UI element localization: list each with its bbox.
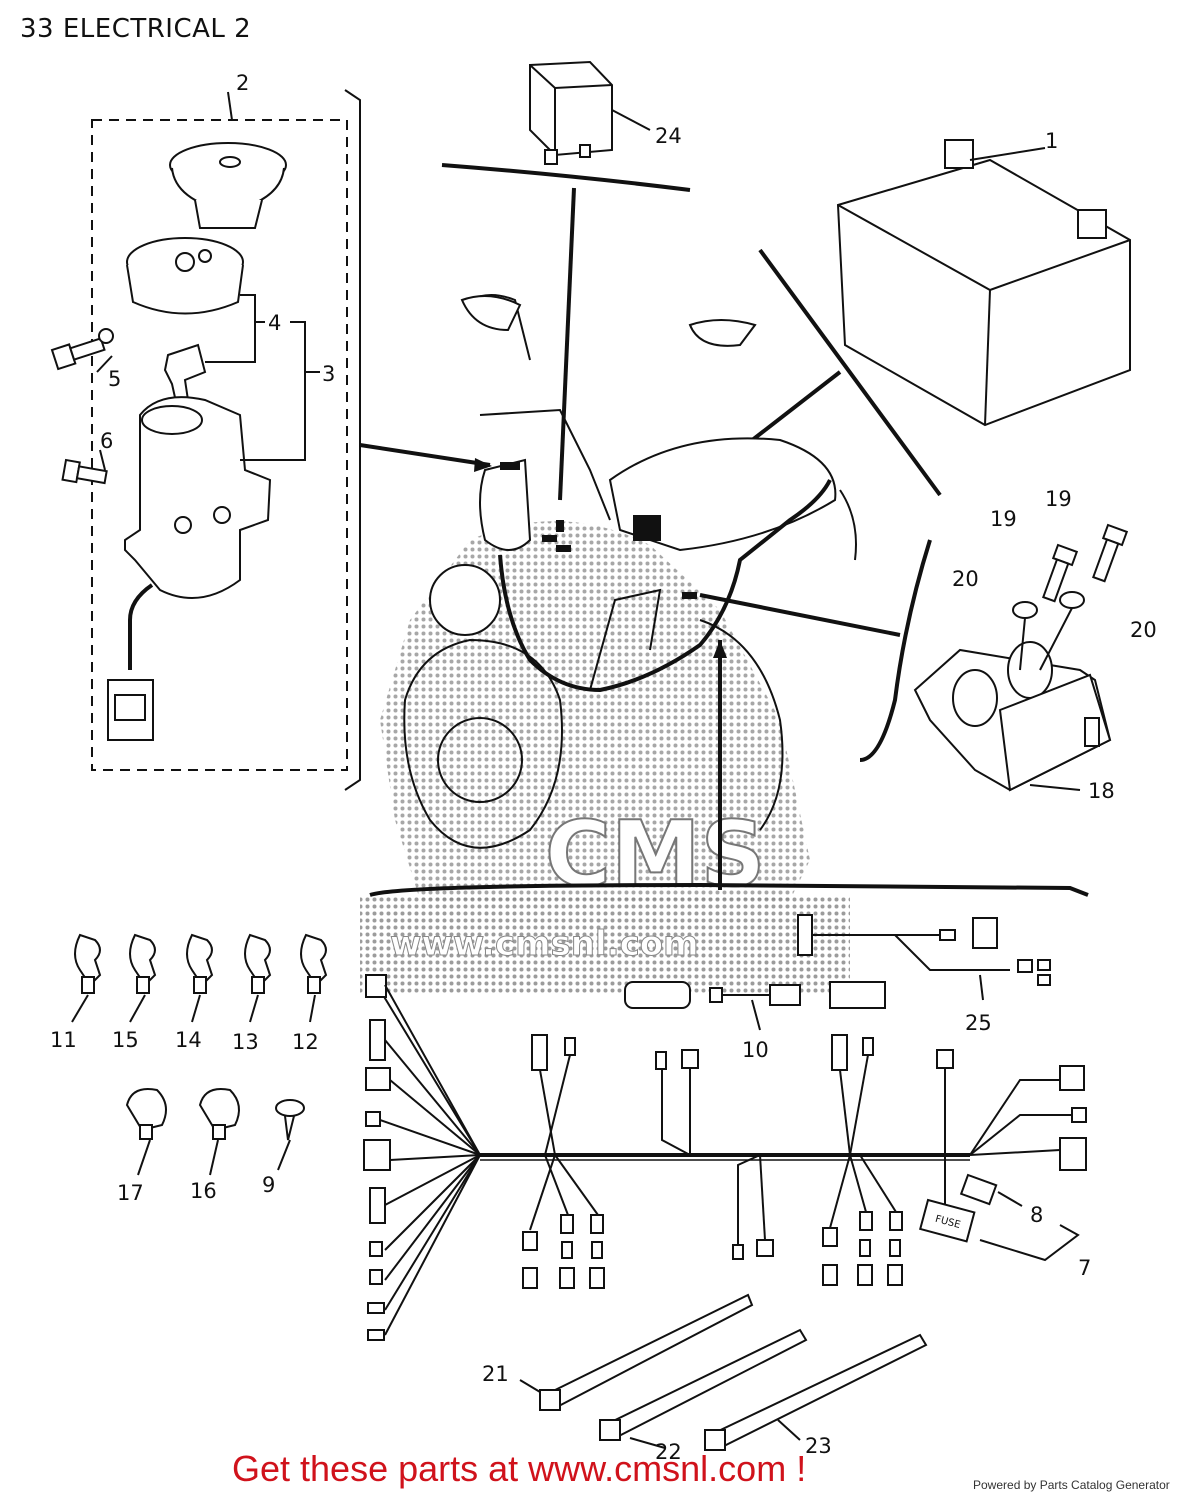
powered-by-text: Powered by Parts Catalog Generator bbox=[973, 1478, 1170, 1492]
callout-15: 15 bbox=[112, 1028, 139, 1052]
callout-12: 12 bbox=[292, 1030, 319, 1054]
callout-24: 24 bbox=[655, 124, 682, 148]
callout-6: 6 bbox=[100, 429, 113, 453]
clips bbox=[71, 933, 328, 1176]
callout-20a: 20 bbox=[952, 567, 979, 591]
callout-2: 2 bbox=[236, 71, 249, 95]
callout-21: 21 bbox=[482, 1362, 509, 1386]
horn-assembly bbox=[859, 523, 1129, 792]
callout-11: 11 bbox=[50, 1028, 77, 1052]
page-title: 33 ELECTRICAL 2 bbox=[20, 14, 252, 44]
callout-9: 9 bbox=[262, 1173, 275, 1197]
callout-14: 14 bbox=[175, 1028, 202, 1052]
watermark-brand: CMS bbox=[545, 802, 765, 907]
callout-8: 8 bbox=[1030, 1203, 1043, 1227]
watermark-url: www.cmsnl.com bbox=[390, 924, 699, 964]
callout-5: 5 bbox=[108, 367, 121, 391]
callout-16: 16 bbox=[190, 1179, 217, 1203]
callout-25: 25 bbox=[965, 1011, 992, 1035]
watermark: CMS www.cmsnl.com bbox=[360, 521, 850, 995]
callout-19b: 19 bbox=[1045, 487, 1072, 511]
callout-22: 22 bbox=[655, 1440, 682, 1464]
callout-18: 18 bbox=[1088, 779, 1115, 803]
callout-3: 3 bbox=[322, 362, 335, 386]
wire-harness: FUSE bbox=[363, 914, 1087, 1341]
cable-ties bbox=[519, 1293, 928, 1451]
callout-10: 10 bbox=[742, 1038, 769, 1062]
scooter-outline bbox=[359, 294, 901, 890]
promo-link[interactable]: Get these parts at www.cmsnl.com ! bbox=[232, 1448, 807, 1489]
callout-19a: 19 bbox=[990, 507, 1017, 531]
callout-1: 1 bbox=[1045, 129, 1058, 153]
harness-divider bbox=[369, 882, 1089, 897]
callout-7: 7 bbox=[1078, 1256, 1091, 1280]
relay bbox=[441, 60, 691, 501]
callout-labels: 1 2 3 4 5 6 7 8 9 10 11 12 13 14 15 16 1… bbox=[50, 71, 1157, 1464]
callout-20b: 20 bbox=[1130, 618, 1157, 642]
callout-17: 17 bbox=[117, 1181, 144, 1205]
ignition-switch-group bbox=[50, 89, 361, 791]
callout-13: 13 bbox=[232, 1030, 259, 1054]
callout-23: 23 bbox=[805, 1434, 832, 1458]
callout-4: 4 bbox=[268, 311, 281, 335]
